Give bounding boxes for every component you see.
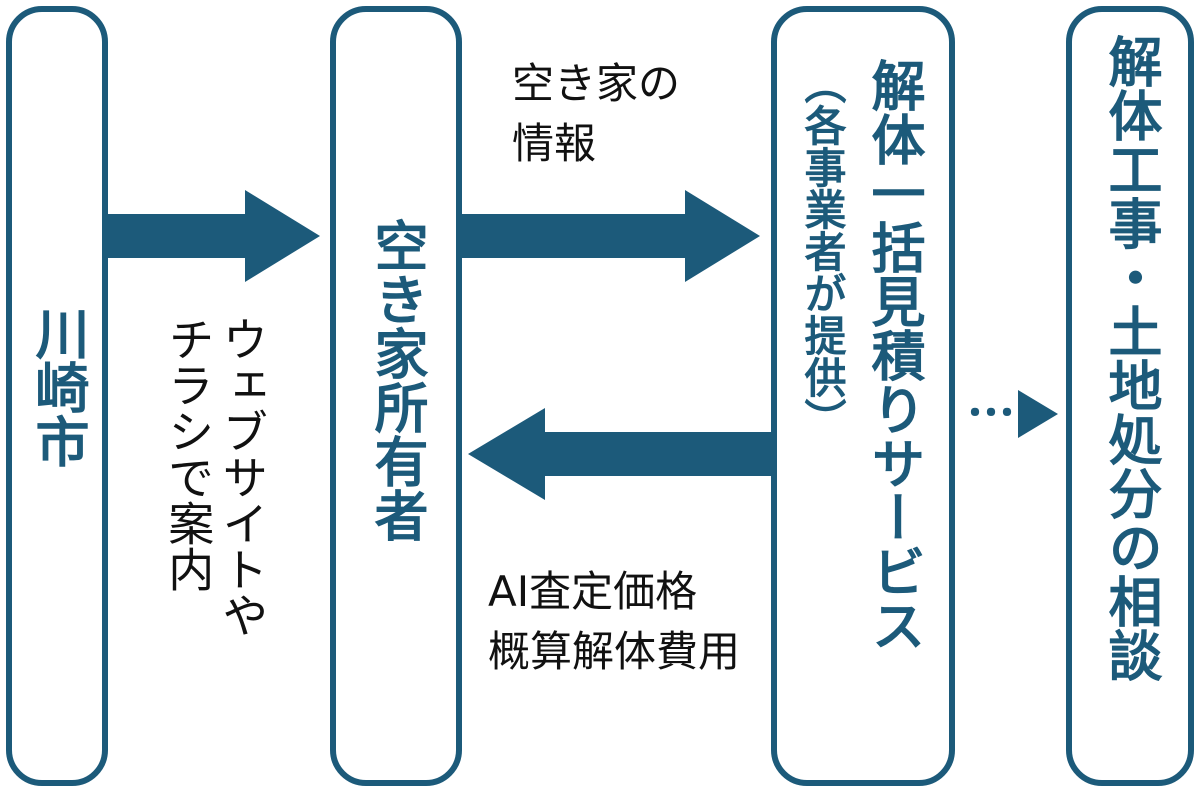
city-box	[6, 6, 108, 786]
service-to-owner-label-line1: AI査定価格	[488, 567, 698, 616]
service-to-owner-label-line2: 概算解体費用	[488, 627, 741, 676]
owner-to-service-label-line2: 情報	[512, 119, 597, 168]
service-label: 解体一括見積りサービス	[862, 58, 925, 652]
arrow-service-to-owner	[468, 408, 771, 500]
arrow-service-to-consult-head	[1018, 390, 1058, 438]
city-to-owner-label-line2: チラシで案内	[161, 316, 216, 592]
city-label: 川崎市	[26, 306, 89, 468]
arrow-owner-to-service	[462, 190, 760, 282]
dotted-connector: ・・・	[958, 394, 1024, 434]
consult-box	[1066, 6, 1194, 786]
city-to-owner-label-line1: ウェブサイトや	[215, 316, 270, 638]
owner-to-service-label-line1: 空き家の	[512, 59, 681, 108]
owner-box	[330, 6, 462, 786]
service-note: （各事業者が提供）	[798, 62, 847, 440]
consult-label: 解体工事・土地処分の相談	[1099, 34, 1162, 682]
service-box	[771, 6, 955, 786]
owner-label: 空き家所有者	[365, 218, 428, 542]
arrow-city-to-owner	[108, 190, 320, 282]
